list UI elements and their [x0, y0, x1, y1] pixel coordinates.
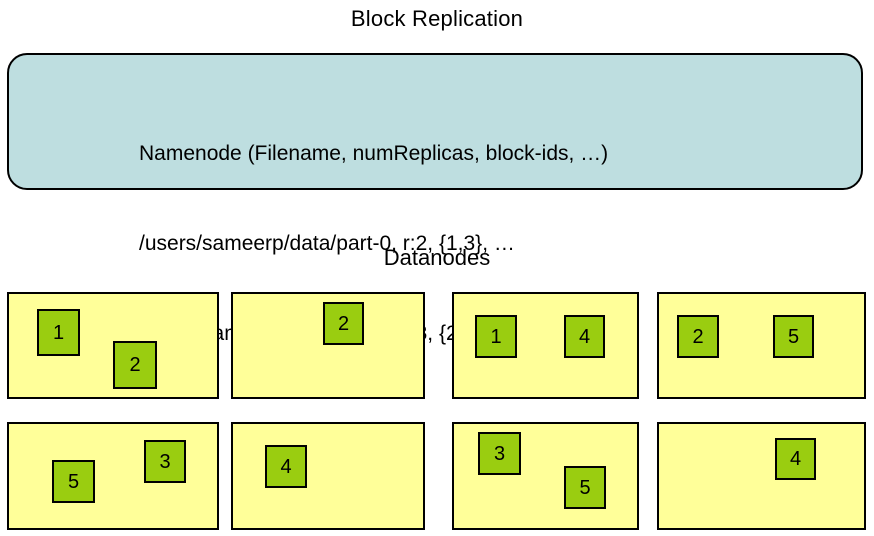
data-block: 4	[265, 445, 307, 488]
data-block: 2	[323, 302, 364, 345]
datanodes-label: Datanodes	[383, 245, 491, 270]
data-block: 5	[564, 466, 606, 509]
page-title: Block Replication	[350, 6, 524, 31]
data-block: 4	[564, 315, 605, 358]
datanode-box: 4	[657, 422, 866, 530]
data-block: 1	[37, 309, 80, 356]
namenode-file-line-0: /users/sameerp/data/part-0, r:2, {1,3}, …	[139, 232, 515, 255]
datanode-box: 2	[231, 292, 425, 399]
data-block: 2	[677, 315, 719, 358]
data-block: 5	[773, 315, 814, 358]
data-block: 4	[775, 438, 816, 480]
data-block: 3	[144, 440, 186, 483]
data-block: 1	[475, 315, 517, 358]
data-block: 5	[52, 460, 95, 503]
datanode-box: 4	[231, 422, 425, 530]
namenode-header-line: Namenode (Filename, numReplicas, block-i…	[139, 142, 609, 165]
data-block: 3	[478, 432, 521, 475]
data-block: 2	[113, 341, 157, 389]
